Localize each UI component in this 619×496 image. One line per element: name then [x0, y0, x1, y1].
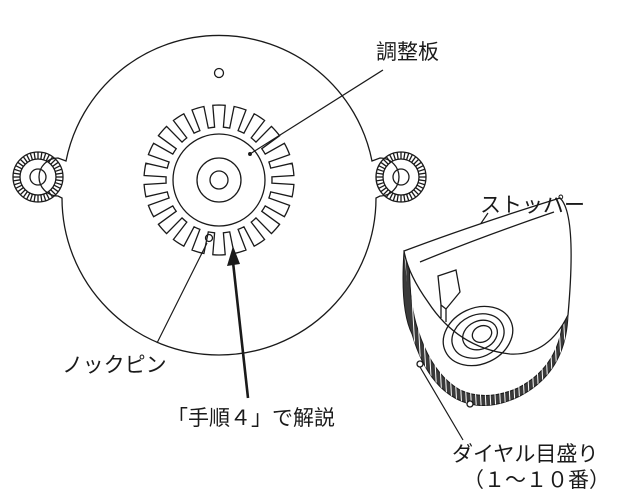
knurl-line	[54, 181, 62, 186]
knurl-line	[413, 158, 420, 165]
knurl-line	[377, 168, 385, 173]
rim-screw	[416, 360, 424, 368]
knurl-line	[40, 194, 43, 202]
knurl-line	[55, 172, 63, 175]
stopper-tab	[437, 269, 461, 322]
knurl-line	[55, 179, 63, 182]
knurl-line	[415, 161, 422, 167]
knurl-line	[389, 192, 394, 200]
knurl-line	[22, 191, 28, 198]
knurl-line	[382, 158, 389, 165]
knurl-line	[408, 154, 413, 162]
dial-center-boss	[442, 305, 514, 367]
knurl-line	[17, 161, 24, 167]
knurl-line	[48, 191, 54, 198]
knurl-line	[42, 153, 47, 161]
knurl-line	[33, 152, 36, 160]
knurl-line	[385, 191, 391, 198]
knurl-line	[26, 192, 31, 200]
dial-inner-wall	[419, 211, 555, 263]
knurl-line	[396, 194, 399, 202]
knurl-line	[13, 179, 21, 182]
knurl-line	[378, 184, 386, 189]
knurl-line	[26, 154, 31, 162]
knurl-line	[417, 168, 425, 173]
label-adjust-plate: 調整板	[376, 40, 439, 64]
knurl-line	[418, 172, 426, 175]
knurl-line	[411, 191, 417, 198]
dial-bowl-opening	[403, 197, 572, 355]
knurl-line	[13, 172, 21, 175]
knurl-line	[403, 152, 406, 160]
knurl-line	[52, 187, 59, 193]
knurl-line	[45, 192, 50, 200]
knurl-line	[53, 165, 61, 170]
knurl-line	[418, 179, 426, 182]
knurl-line	[52, 161, 59, 167]
knurl-line	[417, 181, 425, 186]
knurl-line	[405, 153, 410, 161]
knurl-line	[15, 184, 23, 189]
rim-screw	[466, 400, 474, 408]
knurl-line	[14, 168, 22, 173]
label-knock-pin: ノックピン	[62, 353, 167, 377]
knurl-line	[385, 156, 391, 163]
knurl-line	[19, 189, 26, 196]
knurl-line	[403, 194, 406, 202]
knurl-line	[48, 156, 54, 163]
knock-pin	[204, 233, 214, 243]
knurl-line	[408, 192, 413, 200]
knurl-line	[45, 154, 50, 162]
right-mounting-knob	[375, 151, 427, 203]
knurl-line	[413, 189, 420, 196]
knurl-line	[17, 187, 24, 193]
knurl-line	[19, 158, 26, 165]
knurl-line	[392, 193, 397, 201]
label-dial-scale: ダイヤル目盛り	[452, 442, 599, 466]
dial-cup	[402, 197, 572, 408]
knurl-line	[405, 193, 410, 201]
leader-adjust-plate	[249, 69, 384, 155]
knurl-line	[40, 152, 43, 160]
knurl-line	[22, 156, 28, 163]
knurl-line	[396, 152, 399, 160]
knurl-line	[416, 184, 424, 189]
leader-knock-pin	[156, 242, 208, 344]
label-stopper: ストッパー	[480, 193, 585, 217]
knurl-line	[380, 187, 387, 193]
base-plate	[12, 34, 427, 356]
knurl-line	[411, 156, 417, 163]
knurl-line	[15, 165, 23, 170]
leader-dial	[419, 366, 464, 441]
adjustment-plate	[143, 104, 295, 256]
knurl-line	[53, 184, 61, 189]
knurl-line	[380, 161, 387, 167]
knurl-line	[50, 158, 57, 165]
knurl-line	[29, 153, 34, 161]
knurl-line	[50, 189, 57, 196]
knurl-line	[14, 181, 22, 186]
knurl-line	[378, 165, 386, 170]
base-plate-outline	[38, 34, 400, 356]
top-hole	[213, 67, 225, 79]
knurl-line	[415, 187, 422, 193]
knurl-line	[376, 172, 384, 175]
left-mounting-knob	[12, 151, 64, 203]
label-dial-range: （１～１０番）	[463, 468, 610, 492]
knurl-line	[389, 154, 394, 162]
label-step4-ref: 「手順４」で解説	[167, 406, 335, 430]
knurl-line	[42, 193, 47, 201]
knurl-line	[29, 193, 34, 201]
knurl-line	[33, 194, 36, 202]
knurl-line	[376, 179, 384, 182]
knurl-line	[377, 181, 385, 186]
knurl-line	[392, 153, 397, 161]
knurl-line	[382, 189, 389, 196]
knurl-line	[416, 165, 424, 170]
step4-arrow	[227, 246, 250, 399]
knurl-line	[54, 168, 62, 173]
